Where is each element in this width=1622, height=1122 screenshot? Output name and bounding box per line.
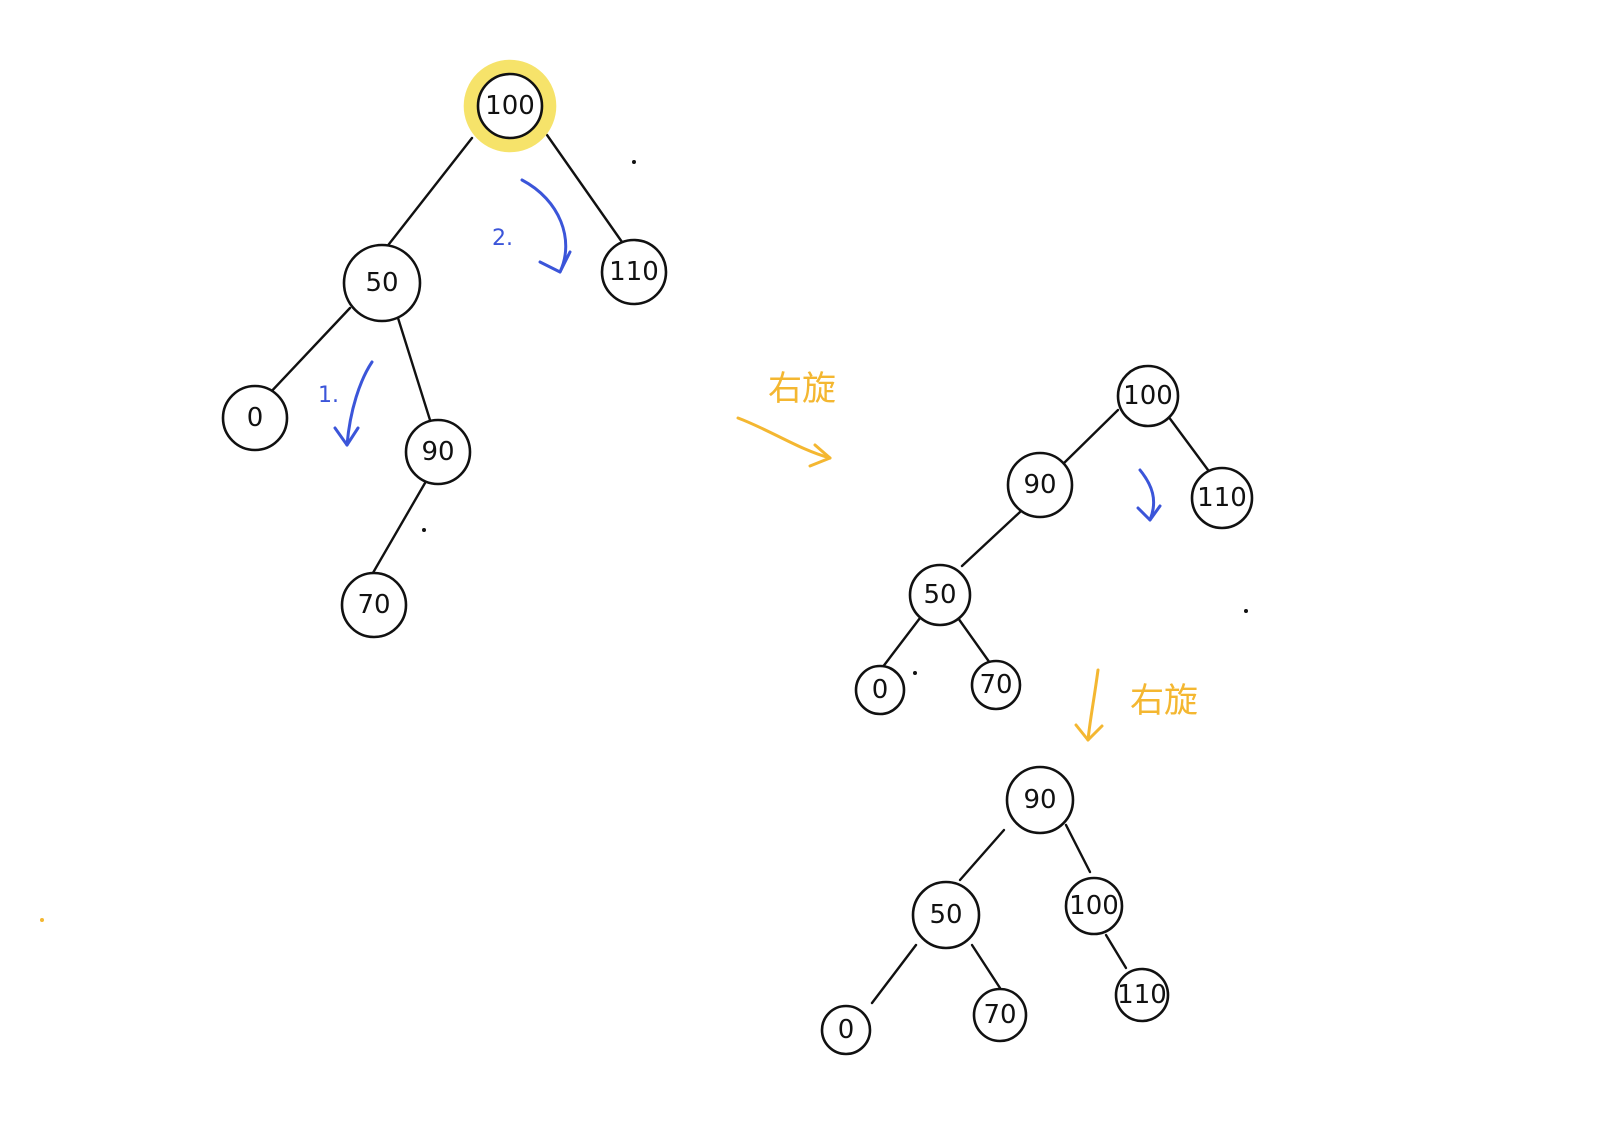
rotation-label: 右旋 — [1130, 681, 1198, 721]
node-label: 90 — [421, 437, 454, 467]
tree-node: 90 — [404, 418, 472, 486]
stray-dot — [422, 528, 426, 532]
node-label: 110 — [609, 257, 659, 287]
tree-node: 70 — [972, 987, 1028, 1043]
tree-node: 50 — [908, 563, 972, 627]
edge-90-50 — [958, 828, 1006, 882]
edge-50-70 — [956, 616, 992, 665]
edge-90-100 — [1064, 823, 1092, 874]
stray-dot — [632, 160, 636, 164]
rotation-arrow-2: 右旋 — [1074, 668, 1198, 742]
node-label: 70 — [983, 1000, 1016, 1030]
tree-node: 100 — [463, 59, 557, 153]
node-label: 110 — [1197, 483, 1247, 513]
edge-100-110 — [1166, 414, 1210, 472]
blue-arrowhead-icon — [538, 250, 572, 274]
edge-100-110 — [1104, 933, 1128, 970]
stray-dot — [40, 918, 44, 922]
blue-arrowhead-icon — [1136, 504, 1162, 522]
tree-node: 0 — [854, 664, 906, 716]
rotation-arrow-1: 右旋 — [736, 369, 836, 468]
tree-node: 100 — [1116, 364, 1180, 428]
stray-dot — [913, 671, 917, 675]
edge-50-70 — [970, 943, 1002, 990]
tree-node: 110 — [600, 238, 668, 306]
edge-100-90 — [1060, 408, 1120, 467]
tree-node: 0 — [221, 384, 289, 452]
node-label: 70 — [357, 590, 390, 620]
tree-node: 0 — [820, 1004, 872, 1056]
edge-50-0 — [870, 943, 918, 1005]
tree-node: 100 — [1064, 876, 1124, 936]
node-label: 110 — [1117, 980, 1167, 1010]
node-label: 50 — [929, 900, 962, 930]
edge-50-0 — [266, 306, 352, 397]
blue-arrowhead-icon — [333, 426, 360, 447]
node-label: 100 — [1123, 381, 1173, 411]
orange-arrowhead-icon — [808, 443, 832, 468]
orange-arrow-icon — [1086, 668, 1100, 742]
orange-arrowhead-icon — [1074, 723, 1104, 742]
node-label: 50 — [365, 268, 398, 298]
tree-node: 50 — [911, 880, 981, 950]
orange-arrow-icon — [736, 416, 832, 460]
blue-arrow-icon — [345, 360, 374, 447]
edge-100-50 — [380, 136, 474, 255]
node-label: 70 — [979, 670, 1012, 700]
node-label: 100 — [485, 91, 535, 121]
tree-1: 100 50 110 0 90 70 1. 2. — [221, 59, 668, 639]
tree-node: 110 — [1190, 466, 1254, 530]
edge-90-70 — [368, 481, 427, 580]
tree-3: 90 50 100 0 70 110 — [820, 765, 1170, 1056]
edge-50-0 — [880, 616, 922, 670]
tree-node: 90 — [1006, 451, 1074, 519]
tree-2: 100 90 110 50 0 70 — [854, 364, 1254, 716]
node-label: 0 — [872, 675, 889, 705]
step-2-label: 2. — [492, 226, 513, 251]
edge-90-50 — [960, 510, 1022, 568]
edge-100-110 — [545, 133, 624, 244]
node-label: 50 — [923, 580, 956, 610]
blue-arrow-icon — [520, 178, 568, 274]
tree-node: 50 — [342, 243, 422, 323]
tree-node: 110 — [1114, 967, 1170, 1023]
tree-node: 70 — [970, 659, 1022, 711]
node-label: 0 — [838, 1015, 855, 1045]
stray-dot — [1244, 609, 1248, 613]
step-1-label: 1. — [318, 383, 339, 408]
node-label: 100 — [1069, 891, 1119, 921]
tree-node: 90 — [1005, 765, 1075, 835]
node-label: 90 — [1023, 470, 1056, 500]
blue-arrow-icon — [1138, 468, 1156, 522]
tree-node: 70 — [340, 571, 408, 639]
rotation-label: 右旋 — [768, 369, 836, 409]
edge-50-90 — [396, 316, 432, 422]
node-label: 0 — [247, 403, 264, 433]
node-label: 90 — [1023, 785, 1056, 815]
